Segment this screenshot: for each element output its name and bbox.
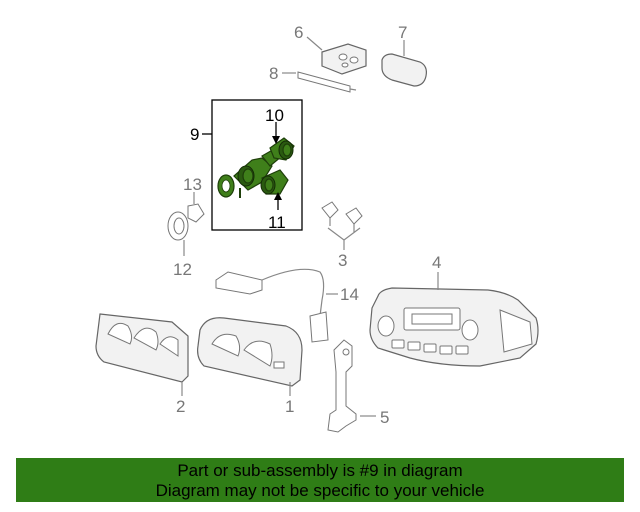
part-5-bracket[interactable] bbox=[327, 339, 357, 433]
leader-6 bbox=[306, 36, 323, 51]
callout-7: 7 bbox=[398, 23, 407, 42]
callout-2: 2 bbox=[176, 397, 185, 416]
part-8-rod[interactable] bbox=[297, 71, 357, 93]
callout-9: 9 bbox=[190, 125, 199, 144]
part-12-bezel[interactable] bbox=[167, 211, 189, 241]
part-6-switch[interactable] bbox=[321, 43, 367, 75]
part-3-bulbs[interactable] bbox=[321, 201, 363, 232]
callout-1: 1 bbox=[285, 397, 294, 416]
leader-3 bbox=[327, 227, 361, 250]
callout-12: 12 bbox=[173, 260, 192, 279]
part-7-cover[interactable] bbox=[381, 53, 427, 87]
callout-5: 5 bbox=[380, 408, 389, 427]
callout-6: 6 bbox=[294, 23, 303, 42]
callout-10: 10 bbox=[265, 106, 284, 125]
parts-diagram: 6 7 8 9 10 11 bbox=[95, 23, 539, 433]
part-2-cluster-bezel[interactable] bbox=[95, 313, 189, 383]
arrow-11 bbox=[274, 192, 282, 200]
part-1-instrument-cluster[interactable] bbox=[197, 317, 303, 387]
callout-3: 3 bbox=[338, 251, 347, 270]
part-4-console-panel[interactable] bbox=[369, 287, 539, 367]
part-9-lock-cylinder[interactable] bbox=[217, 137, 295, 198]
part-14-harness[interactable] bbox=[215, 268, 329, 343]
part-13-clip[interactable] bbox=[187, 192, 205, 223]
callout-13: 13 bbox=[183, 175, 202, 194]
callout-11: 11 bbox=[268, 213, 286, 232]
callout-8: 8 bbox=[269, 64, 278, 83]
callout-14: 14 bbox=[340, 285, 359, 304]
notice-banner: Part or sub-assembly is #9 in diagram Di… bbox=[16, 458, 624, 502]
arrow-10 bbox=[272, 136, 280, 144]
callout-4: 4 bbox=[432, 253, 441, 272]
banner-line-2: Diagram may not be specific to your vehi… bbox=[155, 481, 485, 500]
banner-line-1: Part or sub-assembly is #9 in diagram bbox=[177, 461, 463, 480]
